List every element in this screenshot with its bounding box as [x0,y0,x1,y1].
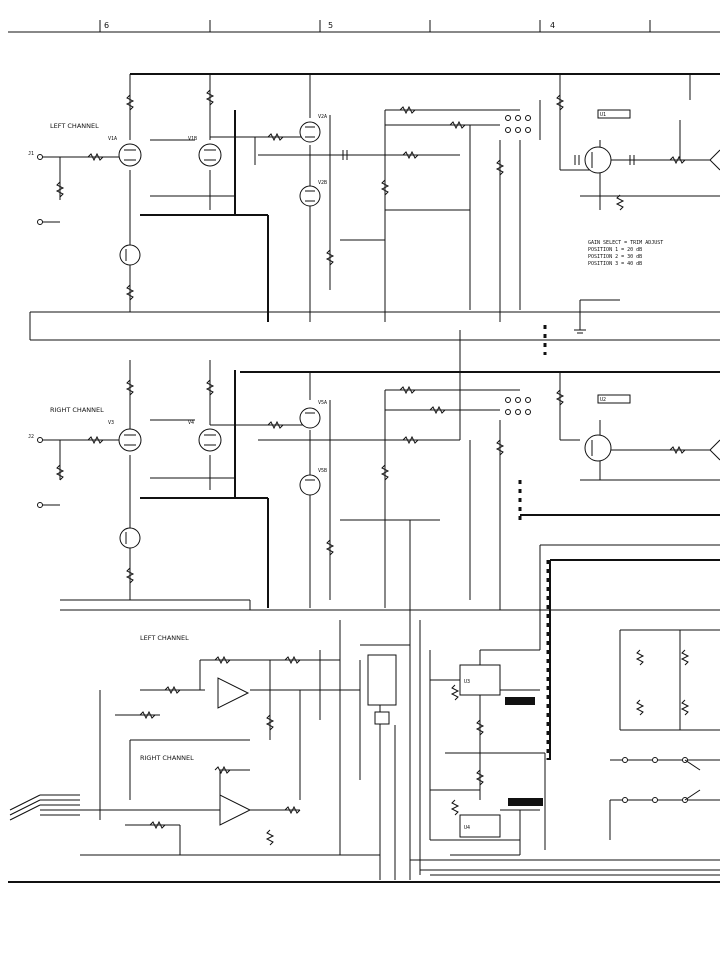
tube-v1a [118,143,142,167]
input-jack-mid [37,437,43,508]
transistor-q1 [119,244,141,266]
tube-label-v1a: V1A [108,136,117,142]
section-label-left-channel-bottom: LEFT CHANNEL [140,634,189,642]
svg-text:POSITION 2 = 30 dB: POSITION 2 = 30 dB [588,254,642,260]
svg-text:GAIN SELECT = TRIM ADJUST: GAIN SELECT = TRIM ADJUST [588,240,663,246]
ic-bottom-b-body [459,814,501,838]
ic-mid [597,394,631,404]
mid-channel-wiring [29,312,720,650]
section-label-right-channel-bottom: RIGHT CHANNEL [140,754,194,762]
relay-coil [374,711,390,725]
opamp-right [219,794,252,826]
ic-bottom-a-body [459,664,501,696]
tube-label-v3: V3 [108,420,114,426]
capacitors-top [342,150,635,165]
ic-bottom-a-label: U3 [464,679,470,685]
tube-v2a [299,121,321,143]
resistors-top [55,89,720,301]
transistor-q3 [119,527,141,549]
tube-v4 [198,428,222,452]
tube-label-v5a: V5A [318,400,327,406]
gain-switch-mid [505,397,531,415]
ic-mid-label: U2 [600,397,606,403]
tube-v3 [118,428,142,452]
svg-text:POSITION 3 = 40 dB: POSITION 3 = 40 dB [588,261,642,267]
switch-contacts-bottom-right [622,757,701,803]
opamp-left [217,677,250,709]
svg-text:POSITION 1 = 20 dB: POSITION 1 = 20 dB [588,247,642,253]
tube-label-v5b: V5B [318,468,327,474]
border-col-4: 4 [550,21,555,30]
jack-label-j2: J2 [28,434,34,440]
border-frame [8,20,720,883]
bottom-stage-wiring [9,520,720,880]
tube-label-v2a: V2A [318,114,327,120]
tube-label-v1b: V1B [188,136,197,142]
tube-v2b [299,185,321,207]
tube-label-v2b: V2B [318,180,327,186]
ic-bottom-b-label: U4 [464,825,470,831]
ic-bottom-a-tag [505,697,535,705]
input-jack-top [37,154,43,225]
tube-v5a [299,407,321,429]
ic-top [597,109,631,119]
resistors-bottom [139,649,690,846]
jack-label-j1: J1 [28,151,34,157]
gain-switch-top [505,115,531,133]
ground-symbol-top [574,322,586,334]
ic-top-label: U1 [600,112,606,118]
fet-q2 [584,146,612,174]
tube-v1b [198,143,222,167]
fet-q4 [584,434,612,462]
relay-box [367,654,397,706]
section-label-right-channel-mid: RIGHT CHANNEL [50,406,104,414]
ic-bottom-b-tag [508,798,543,806]
tube-v5b [299,474,321,496]
tube-label-v4: V4 [188,420,194,426]
border-col-5: 5 [328,21,333,30]
spec-notes: GAIN SELECT = TRIM ADJUST POSITION 1 = 2… [588,240,663,267]
section-label-left-channel-top: LEFT CHANNEL [50,122,99,130]
border-col-6: 6 [104,21,109,30]
